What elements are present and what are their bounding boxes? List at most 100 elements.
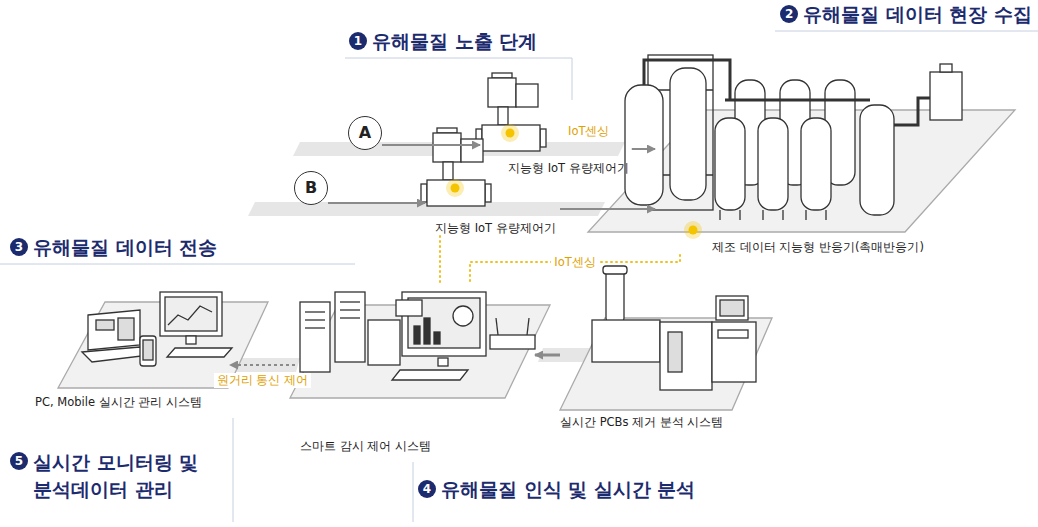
flow-controller-illustration <box>488 78 516 107</box>
analysis-illustration <box>668 332 682 372</box>
heading-rule <box>0 31 1038 522</box>
equipment-caption: 지능형 IoT 유량제어기 <box>435 221 556 236</box>
smart-control-illustration <box>438 358 448 366</box>
smart-control-illustration <box>305 319 325 320</box>
step-heading: 유해물질 인식 및 실시간 분석 <box>441 477 695 501</box>
analysis-illustration <box>606 270 624 322</box>
smart-control-illustration <box>340 301 360 302</box>
callout-number: 2 <box>780 5 798 23</box>
flow-controller-illustration <box>421 184 427 202</box>
flow-controller-illustration <box>506 129 515 138</box>
pc-mobile-illustration <box>118 318 134 340</box>
pc-mobile-illustration <box>186 336 196 344</box>
reactor-illustration <box>894 98 930 125</box>
analysis-illustration <box>603 266 627 274</box>
step-heading: 유해물질 데이터 전송 <box>33 235 217 259</box>
equipment-caption: 제조 데이터 지능형 반응기(촉매반응기) <box>712 240 924 255</box>
flow-controller-illustration <box>443 162 453 180</box>
analysis-illustration <box>660 322 712 390</box>
pc-mobile-illustration <box>143 340 153 360</box>
reactor-illustration <box>860 105 894 215</box>
callout-number: 5 <box>10 452 28 470</box>
circle-letter: A <box>359 125 371 141</box>
analysis-illustration <box>712 322 756 382</box>
smart-control-illustration <box>453 306 473 326</box>
reactor-illustration <box>588 55 1015 239</box>
equipment-node: PC, Mobile 실시간 관리 시스템 <box>30 285 230 410</box>
caption-box: 지능형 IoT 유량제어기 <box>435 221 556 236</box>
analysis-illustration <box>560 266 772 410</box>
reactor-illustration <box>762 210 763 220</box>
caption-box: 지능형 IoT 유량제어기 <box>508 161 629 176</box>
flow-controller-illustration <box>446 179 464 197</box>
input-circle: A <box>348 116 382 150</box>
equipment-node: 스마트 감시 제어 시스템 <box>295 282 535 454</box>
flow-controller-illustration <box>492 73 512 78</box>
callout-number: 3 <box>10 238 28 256</box>
caption-box: 스마트 감시 제어 시스템 <box>300 439 431 454</box>
reactor-illustration <box>689 226 698 235</box>
flow-band <box>224 142 625 372</box>
edge-label: IoT센싱 <box>551 255 598 270</box>
reactor-illustration <box>758 118 788 210</box>
iot-sensing-line <box>439 236 441 282</box>
smart-control-illustration <box>305 311 325 312</box>
flow-controller-illustration <box>540 129 546 147</box>
equipment-node: 실시간 PCBs 제거 분석 시스템 <box>560 272 770 430</box>
analysis-illustration <box>720 300 744 316</box>
reactor-illustration <box>825 210 826 220</box>
flow-arrow <box>230 364 295 366</box>
iot-sensing-line <box>470 255 680 282</box>
pc-mobile-illustration <box>165 297 217 331</box>
equipment-node: 제조 데이터 지능형 반응기(촉매반응기) <box>655 45 1025 255</box>
flow-controller-illustration <box>485 184 491 202</box>
reactor-illustration <box>725 99 870 102</box>
heading-rule <box>0 264 355 265</box>
reactor-illustration <box>625 85 663 205</box>
equipment-caption: 스마트 감시 제어 시스템 <box>300 439 431 454</box>
step-heading: 유해물질 데이터 현장 수집 <box>803 2 1032 26</box>
pc-mobile-illustration <box>160 292 222 336</box>
reactor-illustration <box>805 210 806 220</box>
flow-controller-illustration <box>482 125 540 151</box>
smart-control-illustration <box>335 292 365 362</box>
flow-arrow <box>560 208 655 210</box>
caption-box: PC, Mobile 실시간 관리 시스템 <box>35 395 202 410</box>
flow-arrow <box>328 202 425 204</box>
sensing-note: IoT센싱 <box>566 124 611 139</box>
reactor-illustration <box>670 68 706 200</box>
flow-controller-illustration <box>516 84 538 107</box>
flow-controller-illustration <box>421 128 491 206</box>
reactor-illustration <box>782 210 783 220</box>
smart-control-illustration <box>290 292 550 398</box>
smart-control-illustration <box>340 317 360 318</box>
flow-controller-illustration <box>451 184 460 193</box>
step-heading: 실시간 모니터링 및 분석데이터 관리 <box>33 449 218 503</box>
flow-controller-illustration <box>461 139 483 162</box>
flow-arrow <box>632 148 655 150</box>
smart-control-illustration <box>368 320 400 365</box>
callout-number: 1 <box>349 32 367 50</box>
caption-box: 제조 데이터 지능형 반응기(촉매반응기) <box>712 240 924 255</box>
flow-controller-illustration <box>433 133 461 162</box>
reactor-illustration <box>930 72 962 120</box>
equipment-caption: 지능형 IoT 유량제어기 <box>508 161 629 176</box>
equipment-caption: 실시간 PCBs 제거 분석 시스템 <box>560 415 723 430</box>
flow-controller-illustration <box>476 73 546 151</box>
analysis-illustration <box>560 318 772 410</box>
smart-control-illustration <box>340 309 360 310</box>
flow-controller-illustration <box>498 107 508 125</box>
circle-letter: B <box>305 180 317 196</box>
flow-controller-illustration <box>501 124 519 142</box>
smart-control-illustration <box>424 318 430 344</box>
edge-label: 원거리 통신 제어 <box>214 373 311 388</box>
analysis-illustration <box>716 296 748 320</box>
pc-mobile-illustration <box>96 320 114 330</box>
heading-rule <box>413 462 414 522</box>
smart-control-illustration <box>496 318 498 335</box>
reactor-illustration <box>684 221 702 239</box>
reactor-illustration <box>739 210 740 220</box>
reactor-illustration <box>719 210 720 220</box>
